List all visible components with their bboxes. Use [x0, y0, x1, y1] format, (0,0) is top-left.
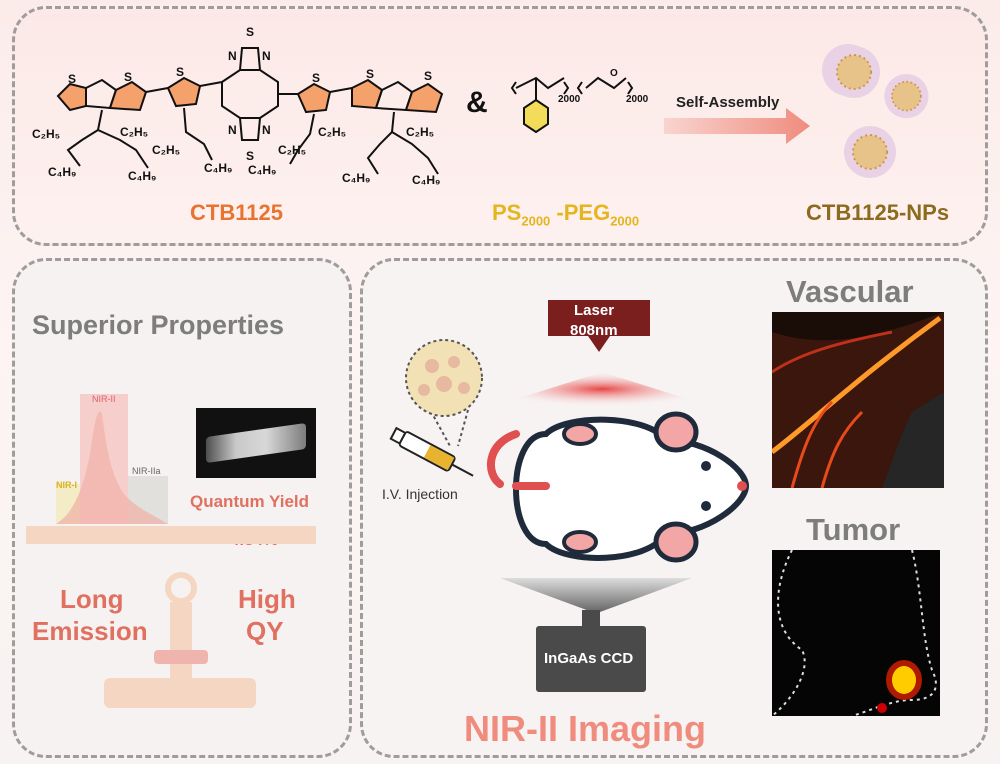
butyl-label: C₄H₉ — [412, 173, 440, 187]
peg-subscript: 2000 — [610, 213, 640, 229]
sulfur-atom: S — [366, 67, 374, 81]
long-emission-line1: Long — [60, 584, 124, 614]
sulfur-atom: S — [424, 69, 432, 83]
long-emission-line2: Emission — [32, 616, 148, 646]
imaging-title: NIR-II Imaging — [464, 708, 706, 749]
repeat-index: 2000 — [558, 94, 581, 105]
band-nir2a: NIR-IIa — [132, 466, 161, 476]
polymer-ps: PS — [492, 200, 522, 225]
band-nir1: NIR-I — [56, 480, 77, 490]
vascular-label: Vascular — [786, 274, 914, 309]
nitrogen-atom: N — [262, 123, 271, 137]
butyl-label: C₄H₉ — [48, 165, 76, 179]
ethyl-label: C₂H₅ — [406, 125, 434, 139]
synthesis-panel — [12, 6, 988, 246]
ethyl-label: C₂H₅ — [32, 127, 60, 141]
butyl-label: C₄H₉ — [248, 163, 276, 177]
mouse-illustration — [487, 411, 750, 563]
nanoparticles-illustration — [822, 44, 930, 179]
ccd-label: InGaAs CCD — [544, 650, 634, 667]
band-nir2: NIR-II — [92, 394, 116, 404]
butyl-label: C₄H₉ — [204, 161, 232, 175]
tumor-image — [772, 550, 940, 716]
ps-subscript: 2000 — [521, 213, 551, 229]
ccd-camera — [536, 610, 646, 692]
sulfur-atom: S — [312, 71, 320, 85]
high-qy-line2: QY — [246, 616, 284, 646]
nps-label: CTB1125-NPs — [806, 200, 950, 225]
sulfur-atom: S — [68, 72, 76, 86]
ethyl-label: C₂H₅ — [152, 143, 180, 157]
qy-label: Quantum Yield — [190, 492, 310, 511]
syringe-icon — [389, 426, 474, 477]
laser-tag — [548, 300, 650, 352]
ps-peg-structure: 2000 O 2000 — [510, 68, 649, 134]
laser-label-line2: 808nm — [570, 322, 618, 339]
vascular-image — [772, 312, 944, 488]
high-qy-line1: High — [238, 584, 296, 614]
nitrogen-atom: N — [228, 49, 237, 63]
oxygen-atom: O — [610, 68, 618, 79]
ccd-beam — [500, 578, 692, 612]
tumor-label: Tumor — [806, 512, 901, 547]
ethyl-label: C₂H₅ — [318, 125, 346, 139]
sulfur-atom: S — [246, 149, 254, 163]
balance-scale — [26, 526, 316, 708]
sulfur-atom: S — [176, 65, 184, 79]
self-assembly-label: Self-Assembly — [676, 94, 780, 111]
vials-photo — [196, 408, 316, 478]
butyl-label: C₄H₉ — [342, 171, 370, 185]
emission-spectrum: NIR-II NIR-I NIR-IIa 850 1500 — [46, 394, 179, 543]
ctb1125-label: CTB1125 — [190, 200, 283, 225]
polymer-label: PS2000 -PEG2000 — [492, 200, 639, 228]
butyl-label: C₄H₉ — [128, 169, 156, 183]
nanoparticle-zoom — [405, 339, 483, 447]
polymer-peg: -PEG — [550, 200, 611, 225]
injection-label: I.V. Injection — [382, 486, 458, 502]
self-assembly-arrow — [664, 108, 810, 144]
ethyl-label: C₂H₅ — [278, 143, 306, 157]
laser-beam — [494, 372, 710, 406]
nitrogen-atom: N — [228, 123, 237, 137]
sulfur-atom: S — [246, 25, 254, 39]
nitrogen-atom: N — [262, 49, 271, 63]
ethyl-label: C₂H₅ — [120, 125, 148, 139]
ctb1125-structure: S S S S N N N N S S S S C₂H₅ C₄H₉ C₂H₅ C… — [32, 25, 444, 187]
sulfur-atom: S — [124, 70, 132, 84]
properties-title: Superior Properties — [32, 310, 285, 340]
and-symbol: & — [466, 86, 488, 119]
laser-label-line1: Laser — [574, 302, 615, 319]
repeat-index: 2000 — [626, 94, 649, 105]
